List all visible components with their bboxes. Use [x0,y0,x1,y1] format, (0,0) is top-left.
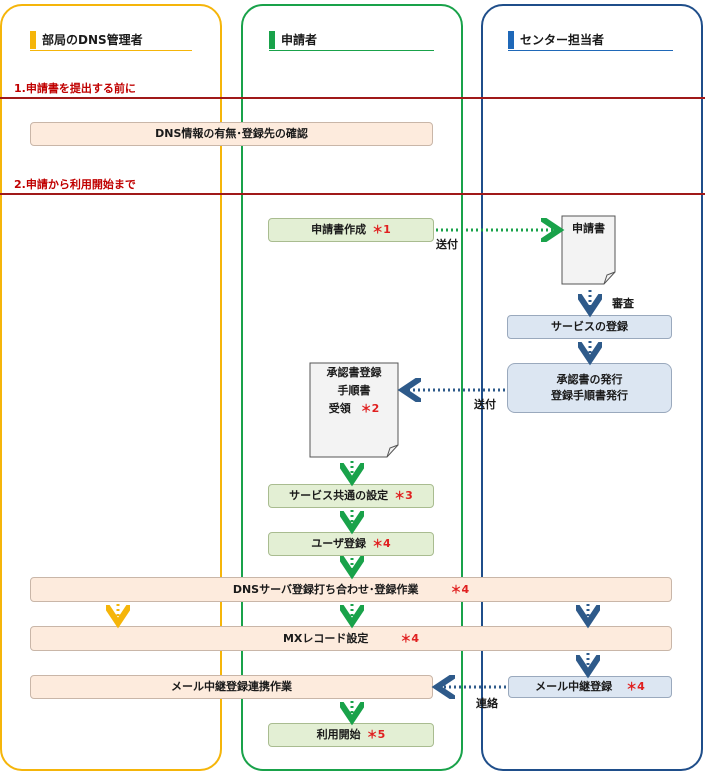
lane-header-line-applicant [269,50,434,51]
application-document-shape [561,215,616,285]
dns-info-check-box: DNS情報の有無･登録先の確認 [30,122,433,146]
common-setting-label: サービス共通の設定 [289,489,389,502]
lane-title-applicant: 申請者 [281,33,318,47]
received-document-shape [309,362,399,458]
label-review: 審査 [612,297,634,310]
approval-issue-line-1: 承認書の発行 [556,373,623,386]
note-2: ＊2 [360,402,380,415]
user-registration-label: ユーザ登録 [311,537,367,550]
lane-header-center: センター担当者 [508,31,604,49]
create-application-box: 申請書作成 ＊1 [268,218,434,242]
create-application-label: 申請書作成 [311,223,367,236]
mx-record-box: MXレコード設定 ＊4 [30,626,672,651]
lane-center [481,4,703,771]
user-registration-box: ユーザ登録 ＊4 [268,532,434,556]
approval-issue-line-2: 登録手順書発行 [551,389,628,402]
mail-relay-registration-box: メール中継登録 ＊4 [508,676,672,698]
mail-relay-registration-label: メール中継登録 [535,680,613,693]
application-document-label: 申請書 [572,222,605,235]
dns-server-box: DNSサーバ登録打ち合わせ･登録作業 ＊4 [30,577,672,602]
section-line-2 [0,193,705,195]
lane-marker-blue [508,31,514,49]
mx-record-label: MXレコード設定 [282,631,369,645]
service-registration-label: サービスの登録 [551,320,628,333]
dns-info-check-label: DNS情報の有無･登録先の確認 [155,127,308,140]
lane-header-line-dept [30,50,192,51]
lane-header-line-center [508,50,673,51]
lane-title-center: センター担当者 [520,33,605,47]
mail-relay-work-label: メール中継登録連携作業 [171,680,292,693]
label-send-2: 送付 [474,398,496,411]
note-4-user: ＊4 [372,537,391,550]
lane-dept [0,4,222,771]
lane-header-applicant: 申請者 [269,31,317,49]
note-5: ＊5 [366,728,386,741]
note-4-relay: ＊4 [626,680,645,693]
lane-header-dept: 部局のDNS管理者 [30,31,143,49]
section-title-2: 2.申請から利用開始まで [14,178,136,191]
lane-title-dept: 部局のDNS管理者 [42,33,143,47]
lane-applicant [241,4,463,771]
start-use-label: 利用開始 [316,728,361,741]
note-4-dns: ＊4 [450,582,470,596]
section-title-1: 1.申請書を提出する前に [14,82,136,95]
lane-marker-green [269,31,275,49]
received-line-3: 受領 ＊2 [310,400,398,418]
received-line-1: 承認書登録 [326,366,382,379]
section-line-1 [0,97,705,99]
lane-marker-yellow [30,31,36,49]
note-4-mx: ＊4 [400,631,420,645]
note-3: ＊3 [394,489,413,502]
note-1: ＊1 [372,223,391,236]
received-line-2: 手順書 [337,384,371,397]
start-use-box: 利用開始 ＊5 [268,723,434,747]
common-setting-box: サービス共通の設定 ＊3 [268,484,434,508]
received-line-3-label: 受領 [328,402,351,415]
dns-server-label: DNSサーバ登録打ち合わせ･登録作業 [232,582,419,596]
label-send-1: 送付 [436,238,458,251]
label-contact: 連絡 [476,697,498,710]
service-registration-box: サービスの登録 [507,315,672,339]
mail-relay-work-box: メール中継登録連携作業 [30,675,433,699]
